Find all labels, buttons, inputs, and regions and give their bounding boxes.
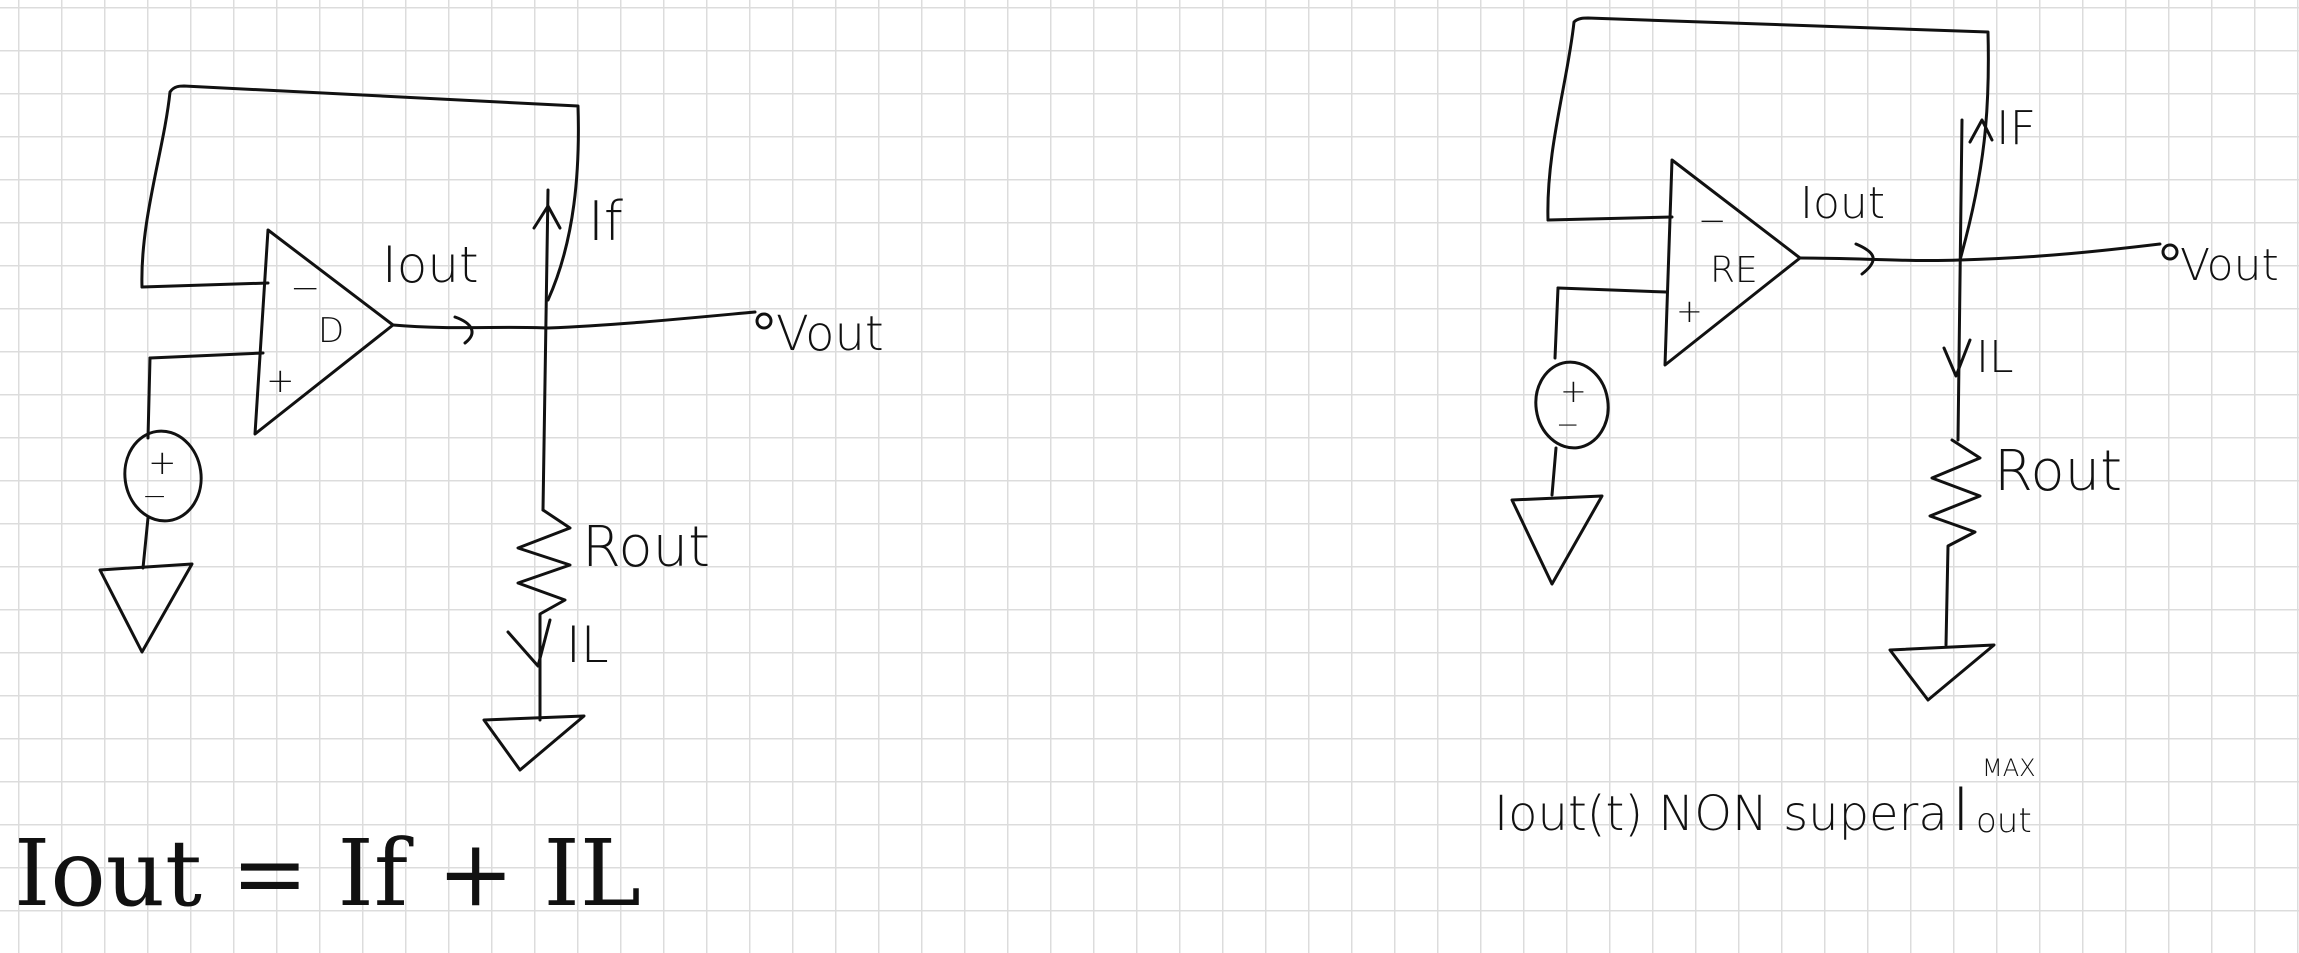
right-opamp-triangle <box>1663 158 1802 367</box>
right-inverting-wire <box>1546 215 1674 222</box>
right-source-plus: + <box>1560 372 1587 410</box>
right-note-symbol: I <box>1952 775 1970 845</box>
right-if-arrow <box>1968 118 1994 144</box>
right-circuit: − + RE + − Iout IF Vout Rout IL Iout(t) … <box>1494 16 2279 845</box>
left-feedback-wire <box>140 84 580 302</box>
right-noninverting-wire <box>1556 286 1668 294</box>
left-inverting-wire <box>140 281 270 289</box>
left-ground-symbol <box>98 562 194 654</box>
right-iout-arrow <box>1854 242 1875 276</box>
left-opamp-triangle <box>253 228 395 436</box>
left-rout-label: Rout <box>582 515 710 580</box>
right-source-minus: − <box>1556 408 1579 441</box>
left-equation: Iout = If + IL <box>14 820 641 927</box>
left-noninverting-wire <box>148 351 265 360</box>
left-il-label: IL <box>566 616 609 674</box>
right-iout-label: Iout <box>1800 178 1885 229</box>
left-if-arrow <box>532 204 562 230</box>
left-output-wire <box>391 310 757 330</box>
right-node-wire <box>1956 118 1964 442</box>
left-iout-arrow <box>453 315 474 345</box>
left-source-plus: + <box>148 443 177 483</box>
left-load-ground <box>482 714 586 772</box>
right-source-lead <box>1553 286 1560 360</box>
left-iout-label: Iout <box>382 236 479 294</box>
left-source-ground-lead <box>141 516 150 570</box>
right-opamp-plus: + <box>1676 292 1703 330</box>
right-note: Iout(t) NON supera <box>1494 786 1948 842</box>
right-vout-label: Vout <box>2180 240 2279 291</box>
right-il-arrow <box>1942 338 1972 378</box>
right-load-ground <box>1888 643 1996 702</box>
right-feedback-wire <box>1546 16 1990 262</box>
left-voltage-source <box>123 429 203 523</box>
right-opamp-minus: − <box>1698 201 1727 241</box>
left-source-minus: − <box>142 479 167 514</box>
right-il-label: IL <box>1976 332 2014 383</box>
right-vout-terminal <box>2161 243 2179 261</box>
left-vout-label: Vout <box>776 306 884 362</box>
left-source-lead <box>146 356 152 440</box>
right-voltage-source <box>1534 360 1610 450</box>
right-resistor <box>1928 438 1982 647</box>
right-note-sub: out <box>1976 801 2032 841</box>
right-output-wire <box>1798 242 2162 263</box>
right-source-ground-lead <box>1550 446 1558 497</box>
left-il-arrow <box>506 618 552 668</box>
left-circuit: − + D + − Iout If Vout Rout IL Iout = If… <box>14 84 884 927</box>
right-ground-symbol <box>1510 494 1604 586</box>
right-note-sup: MAX <box>1982 754 2036 782</box>
left-resistor <box>516 508 572 722</box>
left-opamp-minus: − <box>290 268 320 309</box>
left-opamp-plus: + <box>266 361 295 401</box>
left-if-label: If <box>588 190 623 253</box>
right-rout-label: Rout <box>1994 439 2122 504</box>
left-vout-terminal <box>755 312 773 330</box>
left-node-wire <box>541 188 550 512</box>
left-opamp-label: D <box>318 311 344 351</box>
right-opamp-label: RE <box>1710 250 1758 291</box>
right-if-label: IF <box>1996 101 2036 155</box>
